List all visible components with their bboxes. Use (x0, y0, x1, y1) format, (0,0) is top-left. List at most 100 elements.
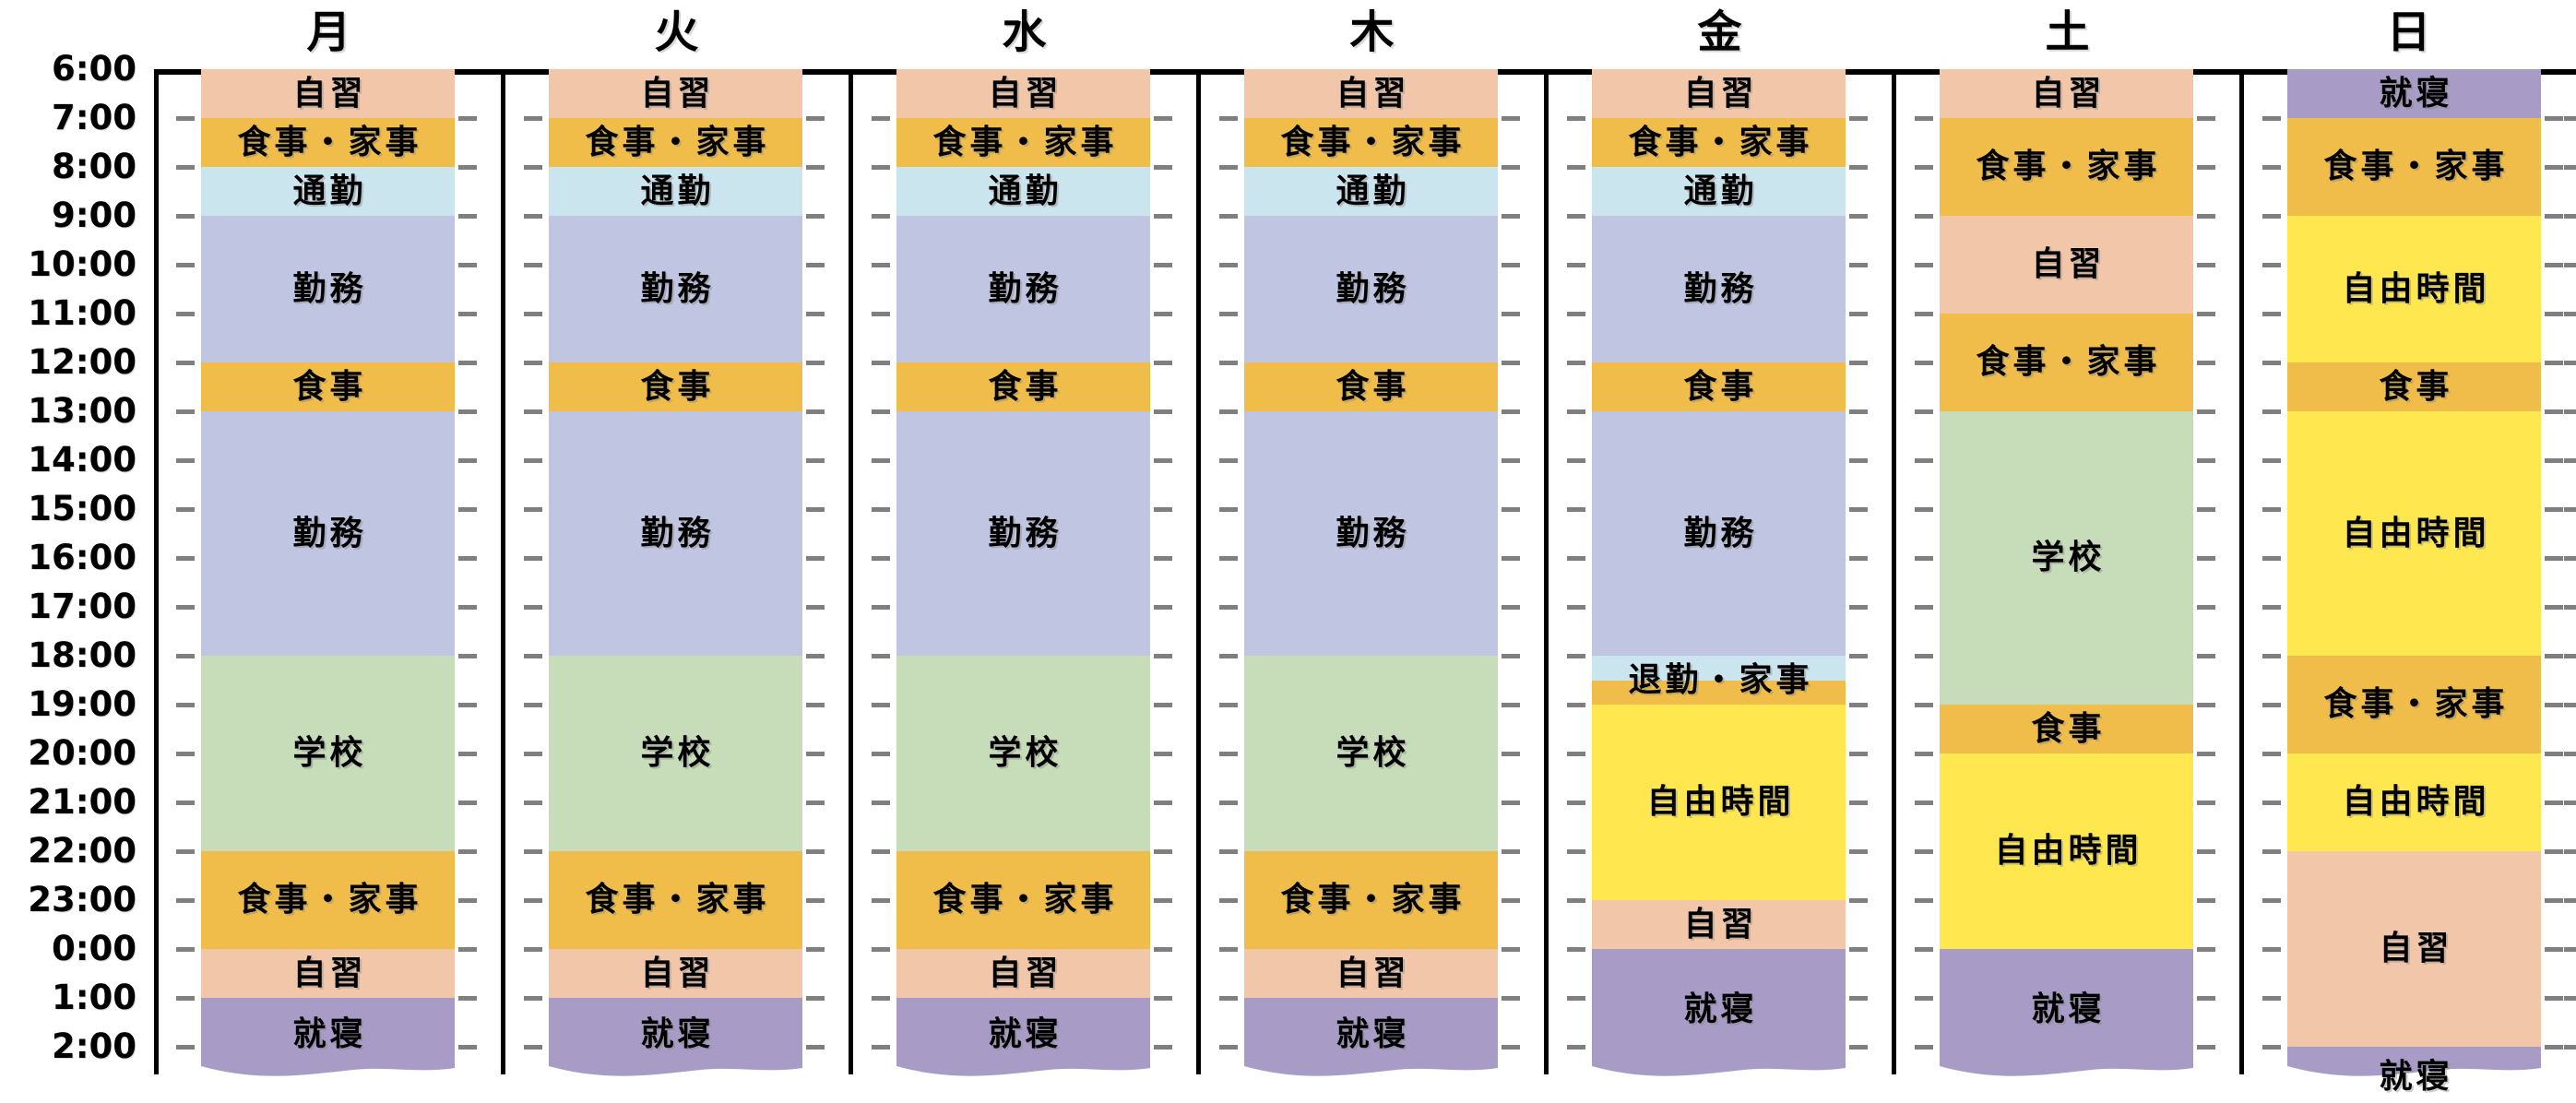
hour-tick (176, 605, 195, 610)
day-header-sun: 日 (2386, 6, 2431, 58)
hour-tick (2564, 898, 2576, 903)
hour-tick (1567, 703, 1585, 707)
block-label: 自習 (640, 74, 715, 113)
hour-tick (176, 703, 195, 707)
block-label: 就寝 (1683, 990, 1758, 1029)
hour-tick (1154, 654, 1172, 658)
schedule-block (1592, 118, 1846, 167)
block-label: 自習 (2031, 74, 2106, 113)
schedule-block (896, 69, 1150, 118)
block-label: 通勤 (640, 172, 715, 210)
schedule-block (1244, 998, 1498, 1059)
hour-tick (176, 263, 195, 267)
time-label: 23:00 (28, 879, 137, 919)
hour-tick (524, 116, 542, 121)
schedule-block (2287, 411, 2541, 656)
hour-tick (2545, 361, 2563, 365)
hour-tick (2564, 996, 2576, 1001)
hour-tick (1154, 458, 1172, 463)
hour-tick (1219, 703, 1238, 707)
hour-tick (1849, 996, 1868, 1001)
hour-tick (806, 165, 825, 170)
hour-tick (872, 556, 890, 561)
panel-divider-line (1196, 69, 1201, 1074)
block-label: 就寝 (2379, 1058, 2453, 1097)
hour-tick (2545, 605, 2563, 610)
hour-tick (2564, 1045, 2576, 1050)
hour-tick (1849, 507, 1868, 512)
hour-tick (1502, 165, 1520, 170)
hour-tick (806, 605, 825, 610)
hour-tick (2564, 361, 2576, 365)
hour-tick (1915, 507, 1933, 512)
hour-tick (458, 116, 477, 121)
hour-tick (806, 801, 825, 805)
schedule-block (201, 949, 455, 998)
hour-tick (872, 1045, 890, 1050)
block-label: 就寝 (988, 1014, 1062, 1053)
hour-tick (1849, 605, 1868, 610)
hour-tick (806, 898, 825, 903)
hour-tick (2545, 947, 2563, 952)
hour-tick (1567, 801, 1585, 805)
hour-tick (1154, 556, 1172, 561)
block-label: 自習 (640, 954, 715, 992)
hour-tick (524, 654, 542, 658)
block-label: 自由時間 (1994, 832, 2143, 871)
time-label: 13:00 (28, 390, 137, 431)
hour-tick (806, 312, 825, 316)
hour-tick (524, 507, 542, 512)
schedule-block (1244, 118, 1498, 167)
hour-tick (2564, 703, 2576, 707)
schedule-block (1244, 362, 1498, 411)
block-label: 就寝 (2379, 74, 2453, 113)
hour-tick (1219, 263, 1238, 267)
hour-tick (524, 801, 542, 805)
hour-tick (1915, 165, 1933, 170)
day-header-wed: 水 (1002, 6, 1047, 58)
schedule-block (1592, 167, 1846, 216)
hour-tick (2197, 556, 2215, 561)
hour-tick (2545, 263, 2563, 267)
block-label: 自習 (1335, 954, 1410, 992)
block-label: 自習 (2379, 930, 2453, 968)
hour-tick (1567, 947, 1585, 952)
block-label: 食事・家事 (237, 123, 422, 161)
hour-tick (2197, 263, 2215, 267)
hour-tick (2545, 312, 2563, 316)
hour-tick (1567, 507, 1585, 512)
hour-tick (1567, 263, 1585, 267)
schedule-block (1244, 167, 1498, 216)
block-label: 通勤 (1335, 172, 1410, 210)
schedule-block (1592, 705, 1846, 900)
hour-tick (2564, 507, 2576, 512)
schedule-block (201, 411, 455, 656)
hour-tick (1849, 409, 1868, 414)
hour-tick (524, 312, 542, 316)
time-label: 18:00 (28, 635, 137, 675)
hour-tick (806, 458, 825, 463)
block-label: 食事 (1683, 367, 1758, 406)
hour-tick (1502, 996, 1520, 1001)
hour-tick (1502, 312, 1520, 316)
schedule-block (896, 167, 1150, 216)
time-label: 15:00 (28, 488, 137, 528)
schedule-block (1244, 851, 1498, 949)
time-label: 9:00 (51, 195, 137, 235)
hour-tick (2262, 1045, 2281, 1050)
hour-tick (1219, 165, 1238, 170)
hour-tick (872, 458, 890, 463)
hour-tick (872, 214, 890, 219)
hour-tick (2564, 801, 2576, 805)
block-label: 就寝 (2031, 990, 2106, 1029)
hour-tick (176, 801, 195, 805)
hour-tick (1567, 654, 1585, 658)
hour-tick (1219, 116, 1238, 121)
hour-tick (2545, 1045, 2563, 1050)
hour-tick (2262, 801, 2281, 805)
hour-tick (2197, 116, 2215, 121)
hour-tick (872, 263, 890, 267)
hour-tick (1502, 1045, 1520, 1050)
block-label: 食事・家事 (2323, 148, 2509, 186)
